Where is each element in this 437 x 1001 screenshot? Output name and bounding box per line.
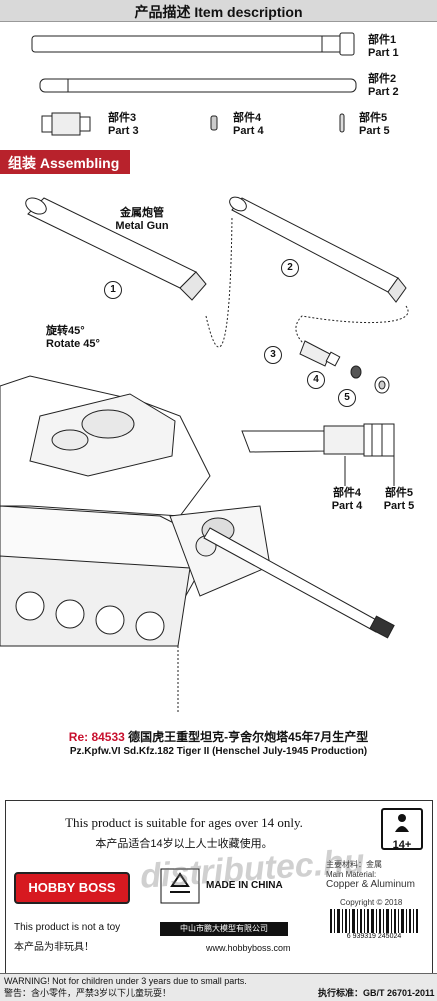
standard: 执行标准：GB/T 26701-2011 bbox=[318, 988, 435, 998]
made-in-china: MADE IN CHINA bbox=[206, 880, 283, 891]
part-4-drawing bbox=[210, 115, 218, 131]
warning-cn: 警告：含小零件，严禁3岁以下儿童玩耍！ bbox=[4, 988, 172, 998]
warning-bar bbox=[0, 973, 437, 1001]
muzzle-detail bbox=[241, 423, 395, 486]
product-name-cn-line: Re: 84533 德国虎王重型坦克-亨舍尔炮塔45年7月生产型 bbox=[0, 728, 437, 745]
material-info: 主要材料：金属 Main Material: Copper & Aluminum bbox=[326, 860, 415, 890]
gun-part-2 bbox=[229, 196, 407, 303]
gun-part-3 bbox=[299, 340, 341, 367]
callout-2: 2 bbox=[281, 259, 299, 277]
part-3-drawing bbox=[41, 112, 91, 136]
assembly-diagram bbox=[0, 196, 409, 714]
callout-5: 5 bbox=[338, 389, 356, 407]
barcode-number: 6 939319 245024 bbox=[346, 933, 402, 940]
age-warning-en: This product is suitable for ages over 1… bbox=[65, 815, 303, 830]
callout-1: 1 bbox=[104, 281, 122, 299]
warning-en: WARNING! Not for children under 3 years … bbox=[4, 976, 247, 986]
callout-4: 4 bbox=[307, 371, 325, 389]
not-toy-cn: 本产品为非玩具！ bbox=[14, 942, 94, 953]
item-description-title: 产品描述 Item description bbox=[134, 4, 303, 20]
company-name: 中山市鹏大模型有限公司 bbox=[160, 922, 288, 936]
recycle-icon bbox=[160, 868, 200, 904]
parts-list-drawing bbox=[31, 32, 357, 136]
item-description-header bbox=[0, 0, 437, 22]
rotate-label: 旋转45°Rotate 45° bbox=[46, 325, 100, 350]
assembling-title: 组装 Assembling bbox=[8, 155, 120, 171]
age-badge: 14+ bbox=[381, 808, 423, 851]
website: www.hobbyboss.com bbox=[206, 943, 291, 953]
tiger-ii-tank-drawing bbox=[0, 375, 395, 647]
age-warning-cn: 本产品适合14岁以上人士收藏使用。 bbox=[95, 838, 273, 850]
gun-part-4 bbox=[350, 365, 362, 379]
part-2-drawing bbox=[39, 78, 357, 93]
hobby-boss-logo: HOBBY BOSS bbox=[14, 872, 130, 904]
product-name-cn: 德国虎王重型坦克-亨舍尔炮塔45年7月生产型 bbox=[128, 730, 369, 744]
part-5-drawing bbox=[339, 113, 345, 133]
product-ref: Re: 84533 bbox=[68, 730, 125, 744]
metal-gun-part-1 bbox=[25, 197, 207, 301]
part-1-drawing bbox=[31, 32, 355, 56]
person-icon bbox=[395, 814, 409, 832]
product-name-en: Pz.Kpfw.VI Sd.Kfz.182 Tiger II (Henschel… bbox=[69, 746, 368, 757]
assembling-banner bbox=[0, 150, 130, 174]
callout-3: 3 bbox=[264, 346, 282, 364]
barcode bbox=[326, 907, 422, 941]
not-toy-en: This product is not a toy bbox=[14, 922, 121, 933]
copyright: Copyright © 2018 bbox=[340, 898, 403, 907]
